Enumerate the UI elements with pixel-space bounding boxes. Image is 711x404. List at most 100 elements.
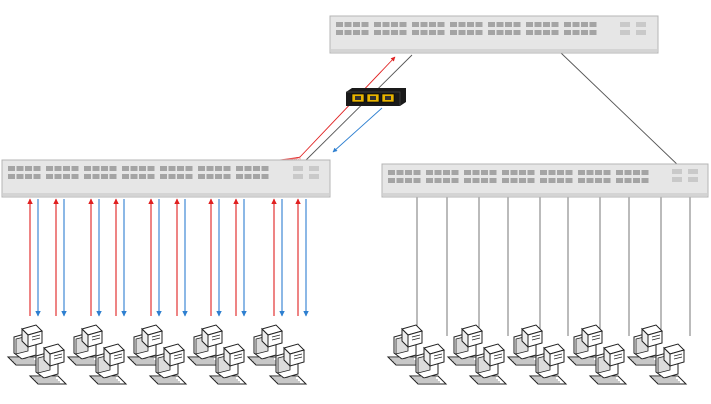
switch-port	[244, 166, 252, 171]
mirror-flow-arrow-down	[332, 107, 383, 153]
switch-port	[71, 174, 79, 179]
switch-port	[33, 166, 41, 171]
switch-port	[458, 22, 466, 27]
switch-port	[223, 166, 231, 171]
switch-port	[526, 22, 533, 27]
switch-port	[420, 22, 428, 27]
switch-port	[206, 174, 214, 179]
switch-port	[399, 22, 407, 27]
switch-port	[412, 30, 419, 35]
switch-port	[109, 166, 117, 171]
switch-port	[84, 174, 91, 179]
switch-port	[589, 30, 597, 35]
switch-port	[534, 30, 542, 35]
switch-port	[71, 166, 79, 171]
switch-port	[451, 178, 459, 183]
uplink-port	[293, 174, 303, 179]
switch-port	[413, 178, 421, 183]
switch-port	[399, 30, 407, 35]
switch-port	[578, 170, 585, 175]
switch-port	[177, 174, 184, 179]
switch-port	[595, 170, 602, 175]
switch-port	[63, 166, 70, 171]
uplink-port	[688, 169, 698, 174]
switch-port	[475, 30, 483, 35]
switch-port	[443, 170, 450, 175]
switch-port	[413, 170, 421, 175]
switch-port	[437, 30, 445, 35]
switch-port	[353, 30, 360, 35]
switch-port	[434, 170, 442, 175]
switch-port	[548, 178, 556, 183]
switch-port	[519, 170, 526, 175]
switch-port	[633, 178, 640, 183]
switch-port	[177, 166, 184, 171]
switch-port	[437, 22, 445, 27]
switch-port	[429, 22, 436, 27]
switch-port	[396, 178, 404, 183]
switch-port	[603, 170, 611, 175]
switch-port	[496, 22, 504, 27]
switch-port	[489, 178, 497, 183]
switch-port	[391, 30, 398, 35]
switch-port	[244, 174, 252, 179]
switch-port	[616, 170, 623, 175]
uplink-port	[636, 30, 646, 35]
switch-port	[54, 174, 62, 179]
switch-port	[543, 30, 550, 35]
switch-port	[412, 22, 419, 27]
switch-port	[564, 22, 571, 27]
switch-port	[382, 30, 390, 35]
switch-port	[551, 22, 559, 27]
switch-port	[261, 174, 269, 179]
network-tap-icon	[346, 88, 406, 106]
switch-port	[46, 174, 53, 179]
switch-port	[8, 166, 15, 171]
switch-port	[206, 166, 214, 171]
switch-port	[391, 22, 398, 27]
switch-port	[496, 30, 504, 35]
switch-port	[336, 22, 343, 27]
switch-port	[481, 178, 488, 183]
uplink-port	[309, 166, 319, 171]
switch-port	[564, 30, 571, 35]
switch-port	[513, 22, 521, 27]
tap-layer	[346, 88, 406, 106]
switch-port	[589, 22, 597, 27]
switch-port	[253, 174, 260, 179]
switch-port	[396, 170, 404, 175]
switch-port	[101, 166, 108, 171]
switch-port	[505, 30, 512, 35]
switch-port	[147, 174, 155, 179]
switch-port	[382, 22, 390, 27]
switch-port	[198, 174, 205, 179]
switch-port	[513, 30, 521, 35]
switch-port	[586, 178, 594, 183]
switch-port	[101, 174, 108, 179]
switch-port	[624, 170, 632, 175]
switch-port	[261, 166, 269, 171]
switch-port	[551, 30, 559, 35]
switch-port	[641, 178, 649, 183]
switch-port	[540, 178, 547, 183]
right-switch	[381, 163, 709, 198]
switch-port	[8, 174, 15, 179]
uplink-port	[672, 177, 682, 182]
switch-port	[388, 170, 395, 175]
switch-port	[16, 174, 24, 179]
switch-port	[633, 170, 640, 175]
switch-port	[185, 174, 193, 179]
switch-port	[526, 30, 533, 35]
switch-port	[572, 22, 580, 27]
mirror-flow-arrow-up	[299, 56, 396, 158]
uplink-cable-left	[299, 54, 413, 167]
switch-port	[578, 178, 585, 183]
switch-port	[374, 30, 381, 35]
switch-port	[25, 174, 32, 179]
switch-port	[467, 22, 474, 27]
switch-port	[253, 166, 260, 171]
switch-port	[581, 22, 588, 27]
switch-port	[426, 170, 433, 175]
left-switch	[1, 159, 331, 198]
